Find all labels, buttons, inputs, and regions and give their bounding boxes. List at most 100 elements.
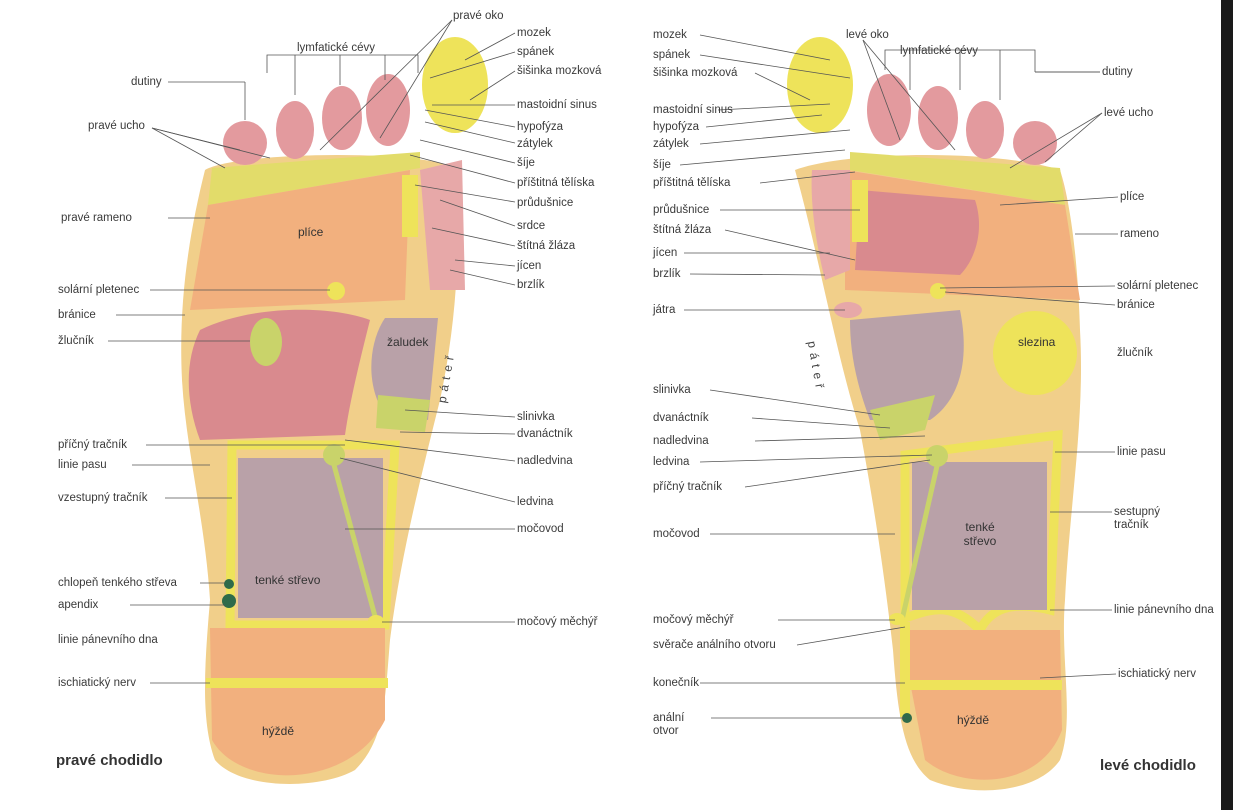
lf-label-sisinka: šišinka mozková: [653, 67, 737, 80]
left-kidney: [926, 445, 948, 467]
rf-label-prudusnice: průdušnice: [517, 197, 573, 210]
lf-label-dvanactnik: dvanáctník: [653, 412, 709, 425]
lf-label-brzlik: brzlík: [653, 268, 680, 281]
left-zone-spleen: slezina: [1018, 335, 1055, 349]
rf-label-hypofyza: hypofýza: [517, 121, 563, 134]
left-zone-buttock: hýždě: [957, 713, 989, 727]
lf-label-dutiny: dutiny: [1102, 66, 1133, 79]
rf-label-ledvina: ledvina: [517, 496, 553, 509]
lf-label-pricny-tracnik: příčný tračník: [653, 481, 722, 494]
rf-label-linie-pasu: linie pasu: [58, 459, 107, 472]
rf-label-ischiaticky-nerv: ischiatický nerv: [58, 677, 136, 690]
rf-label-prave-rameno: pravé rameno: [61, 212, 132, 225]
left-bladder: [889, 613, 905, 625]
lf-label-leve-oko: levé oko: [846, 29, 889, 42]
rf-label-brzlik: brzlík: [517, 279, 544, 292]
lf-label-plice: plíce: [1120, 191, 1144, 204]
left-foot-caption: levé chodidlo: [1100, 757, 1196, 774]
right-zone-buttock: hýždě: [262, 724, 294, 738]
rf-label-zatylek: zátylek: [517, 138, 553, 151]
rf-label-pravé-oko: pravé oko: [453, 10, 504, 23]
lf-label-nadledvina: nadledvina: [653, 435, 709, 448]
rf-label-nadledvina: nadledvina: [517, 455, 573, 468]
lf-label-mastoidni-sinus: mastoidní sinus: [653, 104, 733, 117]
lf-label-jicen: jícen: [653, 247, 677, 260]
rf-label-vzestupny-tracnik: vzestupný tračník: [58, 492, 147, 505]
rf-label-srdce: srdce: [517, 220, 545, 233]
right-trachea: [402, 175, 418, 237]
lf-label-ischiaticky-nerv: ischiatický nerv: [1118, 668, 1196, 681]
lf-label-linie-pasu: linie pasu: [1117, 446, 1166, 459]
right-toe-4: [276, 101, 314, 159]
right-zone-lungs: plíce: [298, 225, 323, 239]
lf-label-mocovod: močovod: [653, 528, 700, 541]
lf-label-linie-panevniho-dna: linie pánevního dna: [1114, 604, 1214, 617]
rf-label-branice: bránice: [58, 309, 96, 322]
right-toe-3: [322, 86, 362, 150]
right-toe-5: [223, 121, 267, 165]
lf-label-prudusnice: průdušnice: [653, 204, 709, 217]
right-appendix: [222, 594, 236, 608]
lf-label-hypofyza: hypofýza: [653, 121, 699, 134]
rf-label-apendix: apendix: [58, 599, 98, 612]
right-small-intestine: [238, 458, 383, 618]
lf-label-lymfaticke-cevy: lymfatické cévy: [900, 45, 978, 58]
lf-label-spanek: spánek: [653, 49, 690, 62]
right-big-toe: [422, 37, 488, 133]
lf-label-rameno: rameno: [1120, 228, 1159, 241]
rf-label-dutiny: dutiny: [131, 76, 162, 89]
right-kidney: [323, 444, 345, 466]
rf-label-jicen: jícen: [517, 260, 541, 273]
lf-label-zatylek: zátylek: [653, 138, 689, 151]
lf-label-konecnik: konečník: [653, 677, 699, 690]
rf-label-mozek: mozek: [517, 27, 551, 40]
lf-label-ledvina: ledvina: [653, 456, 689, 469]
rf-label-sije: šíje: [517, 157, 535, 170]
rf-label-linie-panevniho-dna: linie pánevního dna: [58, 634, 158, 647]
left-heart-zone: [812, 170, 850, 280]
lf-label-sverace: svěrače análního otvoru: [653, 639, 776, 652]
lf-label-solarni-pletenec: solární pletenec: [1117, 280, 1198, 293]
lf-label-zlucnik: žlučník: [1117, 347, 1153, 360]
right-sciatic-band: [206, 678, 388, 688]
rf-label-pricny-tracnik: příčný tračník: [58, 439, 127, 452]
right-foot: [181, 37, 488, 784]
right-zone-stomach: žaludek: [387, 335, 428, 349]
rf-label-zlucnik: žlučník: [58, 335, 94, 348]
rf-label-pristitna-teliska: příštitná tělíska: [517, 177, 594, 190]
left-toe-4: [966, 101, 1004, 159]
rf-label-chlopen: chlopeň tenkého střeva: [58, 577, 177, 590]
right-solar-plexus: [327, 282, 345, 300]
lf-label-branice: bránice: [1117, 299, 1155, 312]
right-pancreas: [376, 395, 430, 432]
lf-label-stitna-zlaza: štítná žláza: [653, 224, 711, 237]
lf-label-leve-ucho: levé ucho: [1104, 107, 1153, 120]
rf-label-slinivka: slinivka: [517, 411, 555, 424]
left-heart-big: [855, 190, 979, 275]
left-rectum: [900, 622, 910, 717]
rf-label-lymfaticke-cevy: lymfatické cévy: [297, 42, 375, 55]
right-zone-small-intestine: tenké střevo: [255, 573, 320, 587]
left-toe-5: [1013, 121, 1057, 165]
rf-label-mastoidni-sinus: mastoidní sinus: [517, 99, 597, 112]
rf-label-spanek: spánek: [517, 46, 554, 59]
left-big-toe: [787, 37, 853, 133]
rf-label-solarni-pletenec: solární pletenec: [58, 284, 139, 297]
lf-label-slinivka: slinivka: [653, 384, 691, 397]
lf-label-jatra: játra: [653, 304, 675, 317]
lf-label-sije: šíje: [653, 159, 671, 172]
right-ileocecal-valve: [224, 579, 234, 589]
lf-label-analni-otvor: anální otvor: [653, 712, 701, 738]
left-trachea: [852, 180, 868, 242]
lf-label-sestupny-tracnik: sestupný tračník: [1114, 506, 1174, 532]
rf-label-sisinka: šišinka mozková: [517, 65, 601, 78]
left-foot: [787, 37, 1081, 790]
lf-label-mocovy-mechyr: močový měchýř: [653, 614, 734, 627]
lf-label-pristitna-teliska: příštitná tělíska: [653, 177, 730, 190]
rf-label-stitna-zlaza: štítná žláza: [517, 240, 575, 253]
left-spleen: [993, 311, 1077, 395]
rf-label-prave-ucho: pravé ucho: [88, 120, 145, 133]
left-zone-small-intestine: tenké střevo: [955, 520, 1005, 548]
scan-edge-strip: [1221, 0, 1233, 810]
